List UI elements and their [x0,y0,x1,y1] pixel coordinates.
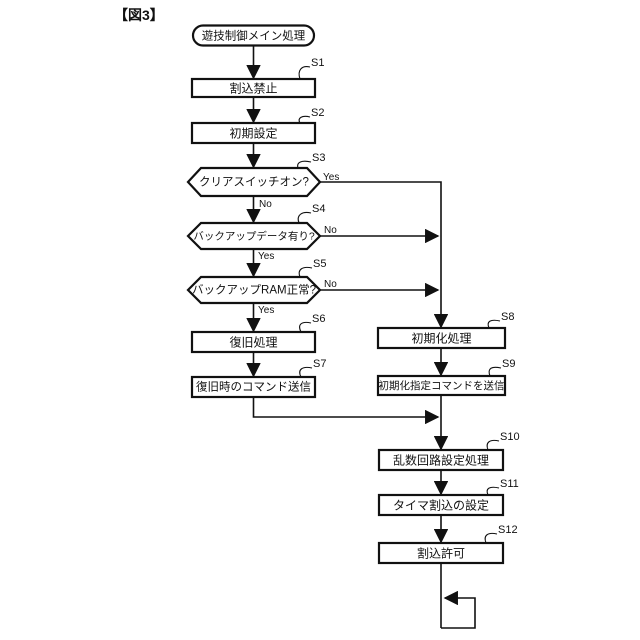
step-leader-s4 [297,211,312,224]
step-label-s3: S3 [312,152,325,164]
decision-shape-s4 [186,221,322,251]
step-s2: 初期設定 S2 [190,107,324,145]
s4-yes-label: Yes [258,251,274,262]
step-leader-s1 [298,66,311,80]
step-leader-s6 [299,321,312,333]
start-node: 遊技制御メイン処理 [191,24,316,47]
step-leader-s2 [298,115,311,124]
connector-s7-merge [252,397,440,425]
s4-no-label: No [324,225,337,236]
step-s1: 割込禁止 S1 [190,57,324,99]
start-node-shape [191,24,316,47]
connector-s3-s8-yes [320,181,449,329]
step-leader-s11 [486,486,500,496]
decision-text-s4: バックアップデータ有り? [193,230,314,243]
step-label-s8: S8 [501,311,514,323]
process-text-s7: 復旧時のコマンド送信 [196,380,311,394]
step-s3: クリアスイッチオン? S3 Yes No [186,152,339,210]
step-leader-s8 [487,319,501,329]
step-label-s10: S10 [500,431,520,443]
process-box-s9 [376,374,507,397]
step-label-s11: S11 [500,478,519,490]
step-label-s4: S4 [312,203,325,215]
decision-text-s3: クリアスイッチオン? [199,176,309,189]
step-s4: バックアップデータ有り? S4 No Yes [186,203,337,262]
step-label-s7: S7 [313,358,326,370]
s5-yes-label: Yes [258,305,274,316]
process-text-s10: 乱数回路設定処理 [393,453,489,468]
step-label-s5: S5 [313,258,326,270]
step-leader-s7 [299,366,313,378]
step-leader-s5 [298,266,313,278]
s3-no-label: No [259,199,272,210]
step-s6: 復旧処理 S6 [190,313,325,354]
step-s10: 乱数回路設定処理 S10 [377,431,520,472]
step-label-s12: S12 [498,524,518,536]
step-s5: バックアップRAM正常? S5 No Yes [186,258,337,316]
start-node-text: 遊技制御メイン処理 [202,29,306,43]
process-text-s11: タイマ割込の設定 [393,498,489,513]
step-label-s1: S1 [311,57,324,69]
process-text-s2: 初期設定 [229,126,277,141]
process-text-s8: 初期化処理 [411,332,471,346]
process-text-s1: 割込禁止 [229,81,277,96]
step-s12: 割込許可 S12 [377,524,518,565]
step-s8: 初期化処理 S8 [376,311,514,350]
step-label-s2: S2 [311,107,324,119]
process-text-s9: 初期化指定コマンドを送信 [379,379,505,392]
step-label-s9: S9 [502,358,515,370]
s5-no-label: No [324,279,337,290]
figure-label: 【図3】 [114,7,164,23]
step-leader-s9 [488,366,502,377]
step-leader-s12 [484,532,498,544]
process-box-s12 [377,541,505,565]
step-label-s6: S6 [312,313,325,325]
process-box-s7 [190,375,317,399]
process-box-s11 [377,493,505,517]
step-leader-s10 [486,439,500,451]
step-s7: 復旧時のコマンド送信 S7 [190,358,326,399]
process-box-s8 [376,326,507,350]
loop-back-arrow [441,590,476,629]
decision-shape-s3 [186,166,322,198]
process-box-s2 [190,121,317,145]
process-box-s1 [190,77,317,99]
process-box-s10 [377,448,505,472]
decision-text-s5: バックアップRAM正常? [192,284,316,297]
process-text-s12: 割込許可 [417,546,465,561]
step-s9: 初期化指定コマンドを送信 S9 [376,358,515,397]
process-text-s6: 復旧処理 [229,335,277,350]
process-box-s6 [190,330,317,354]
s3-yes-label: Yes [323,172,339,183]
step-s11: タイマ割込の設定 S11 [377,478,519,517]
decision-shape-s5 [186,275,322,305]
step-leader-s3 [297,160,312,169]
